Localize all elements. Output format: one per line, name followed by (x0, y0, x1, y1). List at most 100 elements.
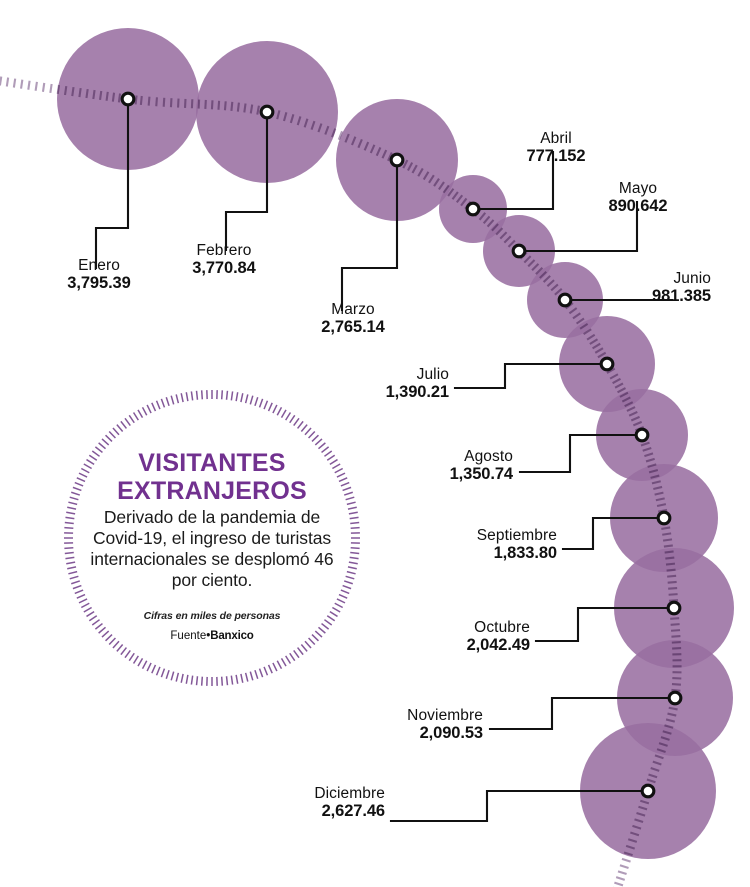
badge-ring-tick (180, 393, 184, 403)
badge-ring-tick (346, 570, 356, 575)
badge-ring-tick (308, 431, 316, 439)
badge-title-line2: EXTRANJEROS (117, 476, 307, 505)
badge-ring-tick (72, 486, 82, 492)
badge-ring-tick (64, 526, 74, 530)
badge-ring-tick (108, 637, 116, 645)
marker-junio[interactable] (560, 295, 570, 305)
callout-value-label: 3,770.84 (192, 259, 256, 278)
marker-agosto[interactable] (637, 430, 647, 440)
badge-ring-tick (175, 672, 180, 682)
badge-ring-tick (254, 669, 259, 679)
badge-ring-tick (165, 669, 170, 679)
badge-ring-tick (155, 400, 161, 410)
marker-julio[interactable] (602, 359, 612, 369)
badge-ring-tick (324, 619, 333, 626)
badge-ring-tick (195, 390, 199, 400)
badge-title: VISITANTES EXTRANJEROS (78, 449, 346, 505)
badge-ring-tick (350, 521, 360, 525)
marker-noviembre[interactable] (670, 693, 680, 703)
badge-ring-tick (120, 647, 128, 656)
badge-ring-tick (326, 615, 336, 622)
marker-marzo[interactable] (392, 155, 402, 165)
badge-ring-tick (66, 561, 76, 565)
badge-ring-tick (350, 546, 360, 550)
leader-line-noviembre (488, 696, 677, 731)
badge-source-separator: • (206, 630, 211, 642)
badge-ring-tick (317, 626, 326, 634)
marker-diciembre[interactable] (643, 786, 653, 796)
badge-ring-tick (94, 622, 103, 630)
badge-ring-tick (225, 390, 229, 400)
badge-ring-tick (311, 634, 319, 642)
thread-tick (615, 876, 626, 881)
badge-ring-tick (345, 496, 355, 501)
badge-content: VISITANTES EXTRANJEROS Derivado de la pa… (78, 449, 346, 642)
badge-ring-tick (124, 650, 131, 659)
badge-ring-tick (348, 561, 358, 565)
leader-line-septiembre (561, 516, 666, 551)
badge-ring-tick (64, 551, 74, 555)
badge-ring-tick (74, 589, 84, 595)
leader-line-octubre (534, 606, 676, 643)
badge-ring-tick (80, 602, 90, 609)
badge-ring-tick (74, 481, 84, 487)
marker-mayo[interactable] (514, 246, 524, 256)
badge-source-label: Fuente (170, 630, 207, 642)
badge-ring-tick (185, 674, 189, 684)
badge-ring-tick (68, 501, 78, 506)
badge-ring-tick (338, 477, 348, 483)
badge-ring-tick (83, 606, 92, 613)
badge-ring-tick (332, 463, 341, 470)
badge-ring-tick (336, 598, 346, 604)
marker-abril[interactable] (468, 204, 478, 214)
badge-ring-tick (101, 630, 110, 638)
marker-febrero[interactable] (262, 107, 272, 117)
summary-badge: VISITANTES EXTRANJEROS Derivado de la pa… (62, 388, 362, 688)
badge-source: Fuente•Banxico (78, 630, 346, 642)
badge-ring-tick (98, 626, 107, 634)
badge-ring-tick (160, 398, 166, 408)
badge-ring-tick (349, 556, 359, 560)
badge-ring-tick (72, 584, 82, 590)
data-point-marker-group (120, 91, 683, 799)
marker-septiembre[interactable] (659, 513, 669, 523)
callout-value-label: 1,390.21 (385, 383, 450, 402)
badge-ring-tick (314, 438, 323, 446)
badge-ring-tick (329, 458, 338, 465)
badge-ring-tick (128, 414, 135, 424)
badge-ring-tick (258, 668, 264, 678)
leader-line-group (94, 97, 677, 823)
badge-ring-tick (220, 390, 224, 400)
badge-ring-tick (124, 417, 131, 426)
badge-ring-tick (146, 662, 152, 672)
thread-tick (621, 857, 631, 863)
badge-ring-tick (91, 450, 100, 457)
badge-ring-tick (308, 637, 316, 645)
thread-tick (34, 81, 38, 91)
badge-ring-tick (108, 431, 116, 439)
badge-ring-tick (69, 575, 79, 580)
thread-tick (12, 78, 17, 88)
badge-ring-tick (67, 566, 77, 570)
badge-ring-tick (120, 420, 128, 429)
badge-ring-tick (170, 671, 175, 681)
thread-tick (49, 83, 53, 94)
badge-ring-tick (78, 472, 88, 478)
badge-ring-tick (112, 427, 120, 436)
callout-month-label: Julio (416, 366, 449, 383)
badge-ring-tick (116, 424, 124, 433)
badge-ring-tick (350, 551, 360, 555)
badge-ring-tick (340, 589, 350, 595)
marker-enero[interactable] (123, 94, 133, 104)
badge-ring-tick (86, 611, 95, 618)
badge-ring-tick (190, 391, 194, 401)
badge-description: Derivado de la pandemia de Covid-19, el … (90, 507, 334, 590)
marker-octubre[interactable] (669, 603, 679, 613)
badge-ring-tick (146, 404, 152, 414)
badge-ring-tick (326, 454, 336, 461)
